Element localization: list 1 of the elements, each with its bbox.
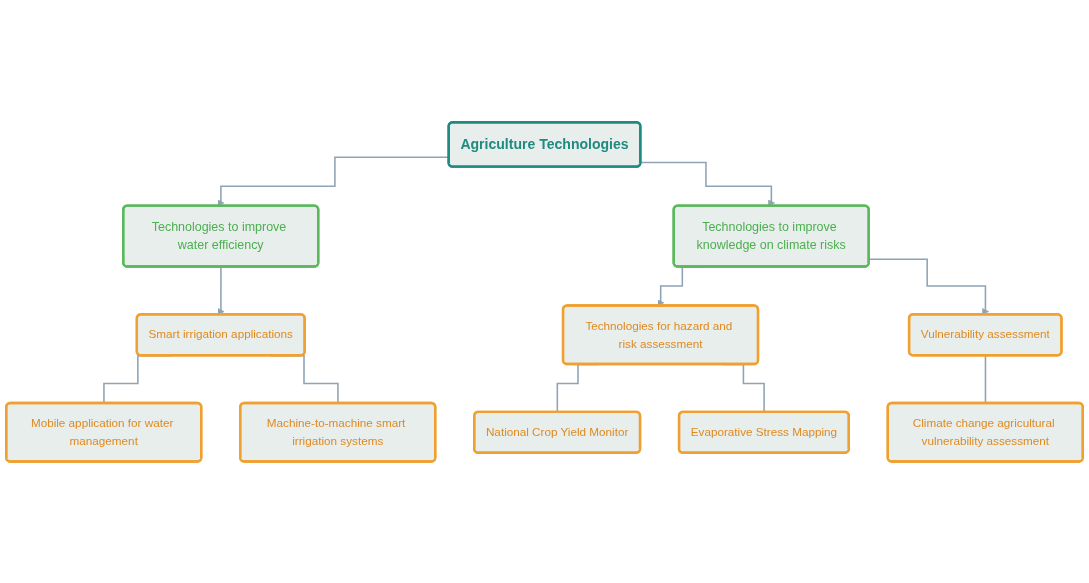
arrow xyxy=(639,161,775,206)
